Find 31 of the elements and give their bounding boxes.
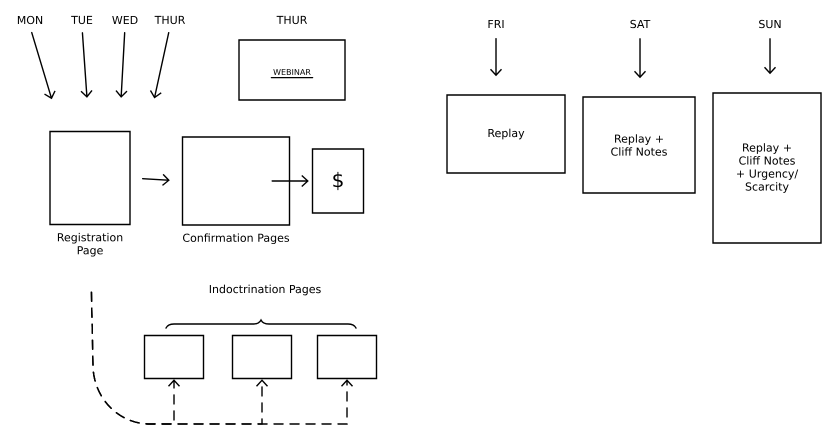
arrow [272,174,309,188]
arrow [634,38,646,78]
arrow [150,32,170,99]
group-label: Indoctrination Pages [210,284,321,296]
arrow [80,32,93,98]
arrow [90,291,354,425]
arrow [142,174,170,186]
node-label: Registration Page [58,232,122,257]
day-label: THUR [154,16,186,24]
day-label: SAT [630,20,650,28]
arrow [764,38,776,74]
arrow [115,32,128,98]
arrow [31,32,56,100]
day-label: TUE [71,16,92,24]
day-label: MON [18,16,42,24]
node-label: THUR [276,16,308,24]
page-box [316,334,378,380]
day-label: SUN [759,20,781,28]
content-box: Replay + Cliff Notes + Urgency/ Scarcity [712,92,822,244]
day-label: WED [112,16,138,24]
content-box: $ [312,148,364,214]
arrow [490,38,502,76]
page-box: Confirmation Pages [182,136,290,244]
day-label: FRI [488,20,504,28]
page-box: Registration Page [49,130,131,257]
content-box: Replay [446,94,566,174]
page-box [232,334,292,380]
page-box [144,334,204,380]
content-box: Replay + Cliff Notes [582,96,696,194]
node-label: Confirmation Pages [183,233,290,244]
webinar-box: THUR WEBINAR [238,16,346,101]
